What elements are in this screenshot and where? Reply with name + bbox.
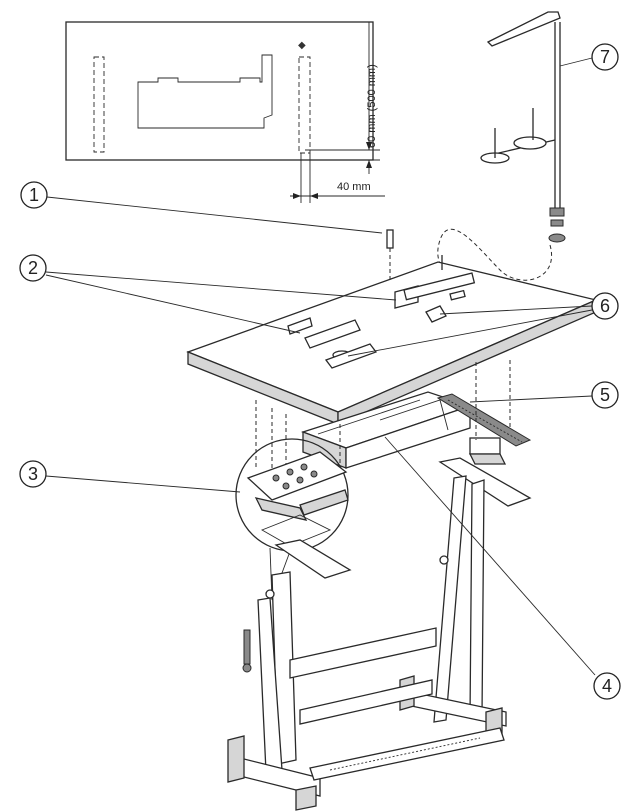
thread-stand [437,11,566,281]
callout-1: 1 [20,181,383,234]
table-top-template: ◆ 60 mm (500 mm) 40 mm [65,21,385,203]
frame-crossbar-lower [299,679,433,725]
frame-floor-bar [309,727,505,781]
callout-2: 2 [19,254,397,334]
frame-crossbar-upper [289,627,437,679]
callout-7: 7 [559,43,619,71]
callout-3: 3 [19,460,241,493]
callout-3-label: 3 [28,464,38,484]
template-slot-right [298,56,311,154]
stand-frame [227,457,532,811]
alignment-guides [255,360,511,480]
table-top [186,229,599,425]
callout-2-label: 2 [28,258,38,278]
dimension-vertical-label: 60 mm (500 mm) [366,64,378,148]
callout-5-label: 5 [600,385,610,405]
callout-1-label: 1 [29,185,39,205]
thread-cable [437,228,553,281]
callout-4: 4 [384,436,621,700]
callout-7-label: 7 [600,47,610,67]
svg-text:◆: ◆ [298,40,306,51]
callout-4-label: 4 [602,676,612,696]
callout-6: 6 [347,292,619,357]
callout-6-label: 6 [600,296,610,316]
dimension-horizontal-label: 40 mm [337,181,371,193]
callout-5: 5 [469,381,619,409]
detail-circle [235,438,349,601]
template-outline [65,21,374,161]
template-cutout [137,54,273,129]
template-slot-left [93,56,105,153]
